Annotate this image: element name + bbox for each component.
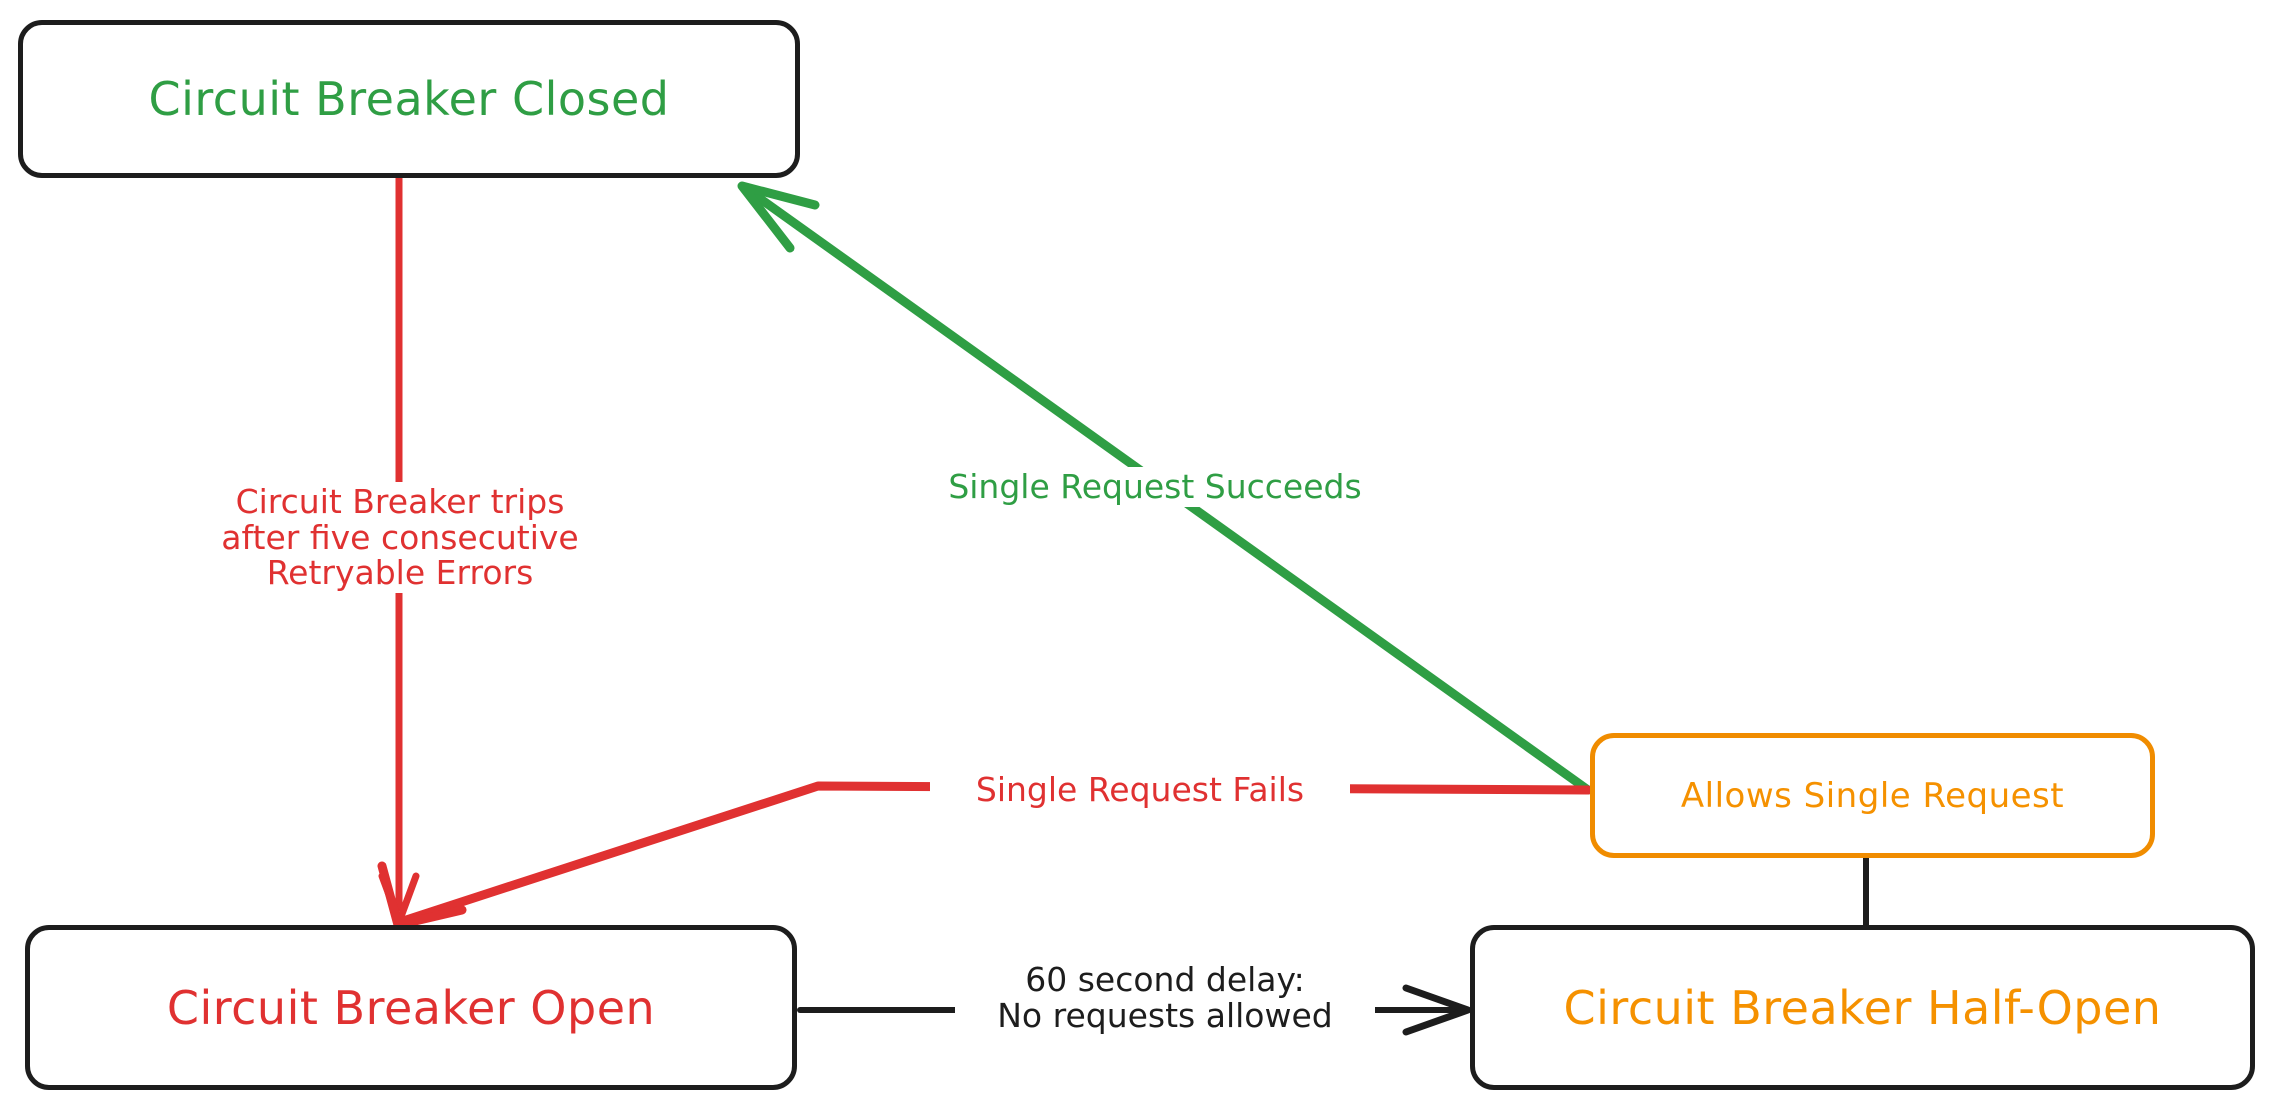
edge-label-line: Retryable Errors bbox=[266, 553, 534, 593]
edge-label-line: after five consecutive bbox=[221, 517, 579, 557]
node-label-half-open: Circuit Breaker Half-Open bbox=[1563, 980, 2162, 1035]
node-label-closed: Circuit Breaker Closed bbox=[148, 72, 670, 126]
edge-label-open-to-halfopen: 60 second delay: No requests allowed bbox=[955, 960, 1375, 1036]
edge-label-line: Single Request Succeeds bbox=[948, 467, 1362, 506]
node-label-open: Circuit Breaker Open bbox=[166, 980, 656, 1035]
edge-label-allows-to-closed: Single Request Succeeds bbox=[905, 467, 1405, 507]
edge-label-line: Single Request Fails bbox=[975, 770, 1305, 809]
edge-label-line: Circuit Breaker trips bbox=[235, 482, 565, 521]
node-circuit-breaker-closed[interactable]: Circuit Breaker Closed bbox=[18, 20, 800, 178]
node-circuit-breaker-open[interactable]: Circuit Breaker Open bbox=[25, 925, 797, 1090]
edge-label-line: 60 second delay: bbox=[1025, 960, 1305, 999]
edge-label-allows-to-open: Single Request Fails bbox=[930, 770, 1350, 810]
node-label-allows-single-request: Allows Single Request bbox=[1680, 775, 2065, 816]
edge-label-line: No requests allowed bbox=[997, 995, 1333, 1035]
node-circuit-breaker-half-open[interactable]: Circuit Breaker Half-Open bbox=[1470, 925, 2255, 1090]
edge-label-closed-to-open: Circuit Breaker trips after five consecu… bbox=[175, 482, 625, 593]
node-allows-single-request[interactable]: Allows Single Request bbox=[1590, 733, 2155, 858]
